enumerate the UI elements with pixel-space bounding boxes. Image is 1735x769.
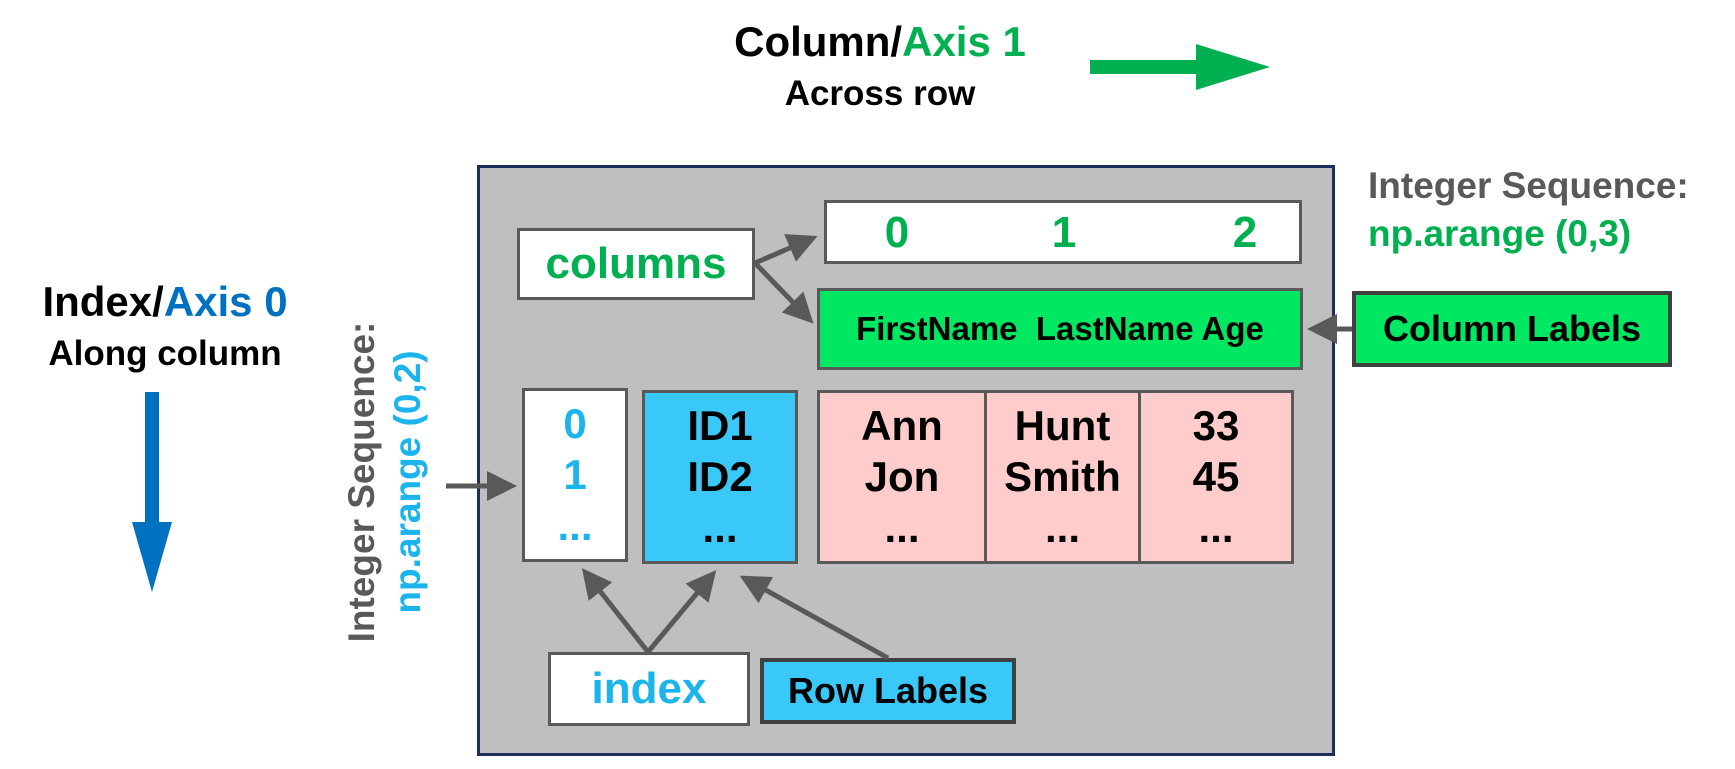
- axis1-name: Axis 1: [902, 18, 1026, 65]
- axis0-prefix: Index/: [42, 278, 164, 325]
- data-cell: 33: [1192, 402, 1240, 449]
- data-column-age: 33 45 ...: [1138, 390, 1294, 564]
- column-numbers-box: 0 1 2: [824, 200, 1302, 264]
- column-number: 1: [1051, 208, 1077, 257]
- axis0-arrow: [132, 392, 172, 592]
- axis1-subtitle: Across row: [784, 74, 976, 113]
- data-cell: Smith: [1004, 453, 1121, 500]
- arrow-columns-to-names: [753, 261, 814, 324]
- arrow-index-to-ids: [646, 570, 717, 654]
- index-number: 0: [563, 400, 587, 447]
- column-number: 2: [1232, 208, 1258, 257]
- axis1-title: Column/Axis 1: [690, 16, 1070, 68]
- arrow-columns-to-numbers: [754, 234, 818, 266]
- row-id: ID2: [687, 453, 753, 500]
- column-seq-title: Integer Sequence:: [1368, 165, 1689, 206]
- data-column-lastname: Hunt Smith ...: [984, 390, 1141, 564]
- data-column-firstname: Ann Jon ...: [817, 390, 987, 564]
- axis1-arrow: [1090, 44, 1270, 90]
- data-cell: ...: [1198, 504, 1234, 551]
- arrow-row-labels: [739, 575, 890, 661]
- data-cell: ...: [884, 504, 920, 551]
- data-cell: 45: [1192, 453, 1240, 500]
- data-cell: ...: [1044, 504, 1080, 551]
- axis0-name: Axis 0: [163, 278, 288, 325]
- row-labels-tag: Row Labels: [760, 658, 1016, 724]
- data-cell: Hunt: [1014, 402, 1111, 449]
- data-cell: Ann: [861, 402, 943, 449]
- axis1-prefix: Column/: [734, 18, 903, 65]
- axis0-title: Index/Axis 0: [0, 276, 330, 328]
- column-labels-tag: Column Labels: [1352, 291, 1672, 367]
- arrow-index-to-numbers: [581, 568, 650, 654]
- index-number: 1: [563, 451, 587, 498]
- data-cell: Jon: [864, 453, 940, 500]
- column-number: 0: [884, 208, 910, 257]
- row-id: ...: [702, 504, 738, 551]
- column-names-box: FirstName LastName Age: [817, 288, 1303, 370]
- column-seq-expr: np.arange (0,3): [1368, 213, 1632, 254]
- index-number: ...: [557, 502, 593, 549]
- index-label-box: index: [548, 652, 750, 726]
- row-ids-box: ID1 ID2 ...: [642, 390, 798, 564]
- columns-label-box: columns: [517, 228, 755, 300]
- row-id: ID1: [687, 402, 753, 449]
- axis0-subtitle: Along column: [48, 334, 282, 373]
- index-numbers-box: 0 1 ...: [522, 388, 628, 562]
